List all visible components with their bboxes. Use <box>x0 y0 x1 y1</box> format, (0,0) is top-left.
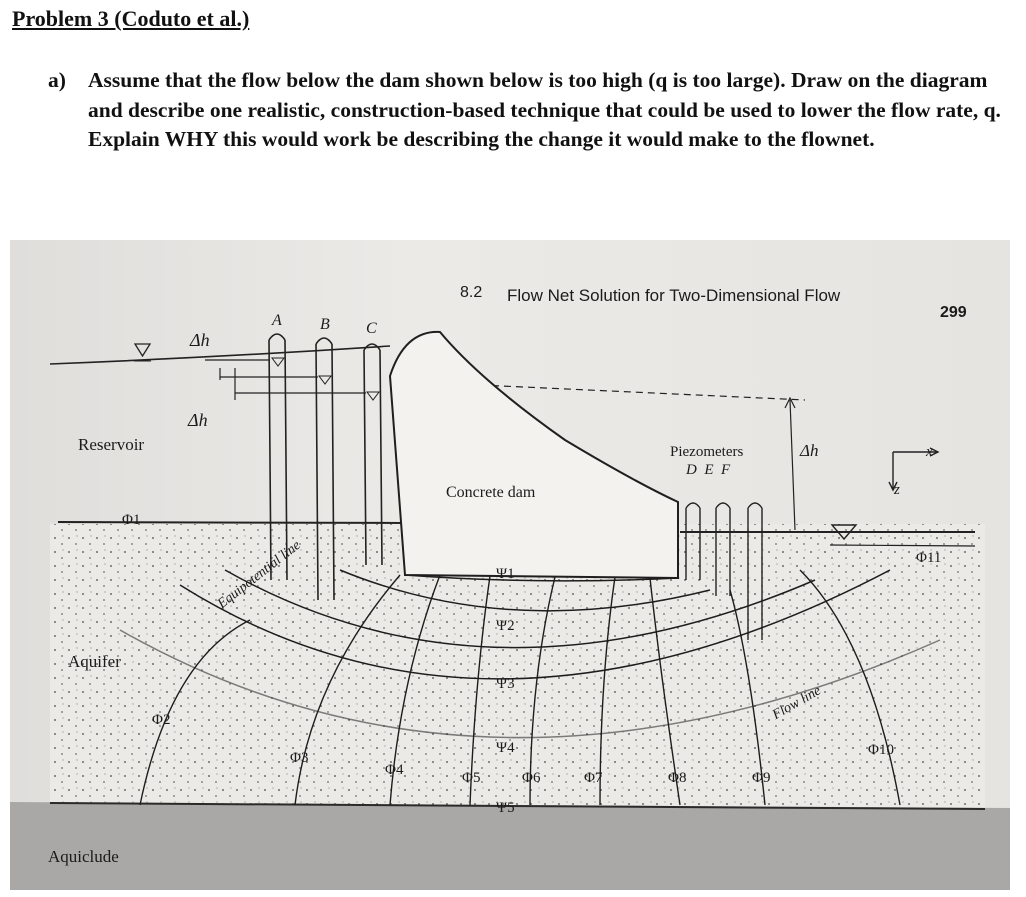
piezometers-DEF <box>685 502 763 640</box>
equipotential-lines <box>139 569 901 806</box>
section-title: Flow Net Solution for Two-Dimensional Fl… <box>507 286 841 305</box>
piezometers-DEF-label: D E F <box>686 462 731 478</box>
phi-label-4: Φ4 <box>385 762 404 778</box>
phi-label-8: Φ8 <box>668 770 687 786</box>
question-text: Assume that the flow below the dam shown… <box>88 68 1001 151</box>
psi-label-3: Ψ3 <box>496 676 515 692</box>
aquifer-label: Aquifer <box>68 652 121 671</box>
piezometer-C-label: C <box>366 320 377 337</box>
piezometer-B <box>315 337 335 601</box>
coordinate-axes <box>888 447 940 492</box>
psi-label-1: Ψ1 <box>496 566 515 582</box>
head-step-lines <box>205 359 366 400</box>
piezometer-B-label: B <box>320 316 330 333</box>
question-block: a) Assume that the flow below the dam sh… <box>48 66 1008 155</box>
upstream-ground-line <box>57 521 406 524</box>
phi-label-3: Φ3 <box>290 750 309 766</box>
tailwater-symbol <box>830 524 858 541</box>
part-label: a) <box>48 68 66 92</box>
delta-h-label-top: Δh <box>190 330 210 350</box>
reservoir-label: Reservoir <box>78 435 145 454</box>
aquiclude-layer <box>10 802 1010 890</box>
piezometer-C <box>363 343 383 566</box>
flow-net-figure: 8.2 Flow Net Solution for Two-Dimensiona… <box>10 240 1010 890</box>
phi-label-11: Φ11 <box>916 550 942 566</box>
aquiclude-label: Aquiclude <box>48 847 119 866</box>
phi-label-7: Φ7 <box>584 770 603 786</box>
piezometer-A-label: A <box>272 312 282 329</box>
water-level-symbol <box>133 343 152 358</box>
flow-lines <box>119 569 941 739</box>
section-number: 8.2 <box>460 284 483 301</box>
phi-label-6: Φ6 <box>522 770 541 786</box>
psi-label-4: Ψ4 <box>496 740 515 756</box>
phi-label-10: Φ10 <box>868 742 894 758</box>
flow-net-diagram <box>10 330 1010 890</box>
phi-label-1: Φ1 <box>122 512 141 528</box>
upstream-head-line <box>479 384 806 401</box>
concrete-dam <box>388 330 679 580</box>
delta-h-label-right: Δh <box>800 441 819 460</box>
x-axis-label: x <box>926 444 933 460</box>
psi-label-5: Ψ5 <box>496 800 515 816</box>
reservoir-water-surface <box>49 345 391 365</box>
phi-label-5: Φ5 <box>462 770 481 786</box>
delta-h-dimension <box>789 399 796 531</box>
phi-label-2: Φ2 <box>152 712 171 728</box>
z-axis-label: z <box>894 482 900 498</box>
page-number: 299 <box>940 304 967 321</box>
piezometers-label: Piezometers <box>670 444 744 460</box>
piezometer-A <box>268 333 288 581</box>
delta-h-label-mid: Δh <box>188 410 208 430</box>
problem-heading: Problem 3 (Coduto et al.) <box>12 6 250 31</box>
psi-label-2: Ψ2 <box>496 618 515 634</box>
phi-label-9: Φ9 <box>752 770 771 786</box>
concrete-dam-label: Concrete dam <box>446 484 536 501</box>
